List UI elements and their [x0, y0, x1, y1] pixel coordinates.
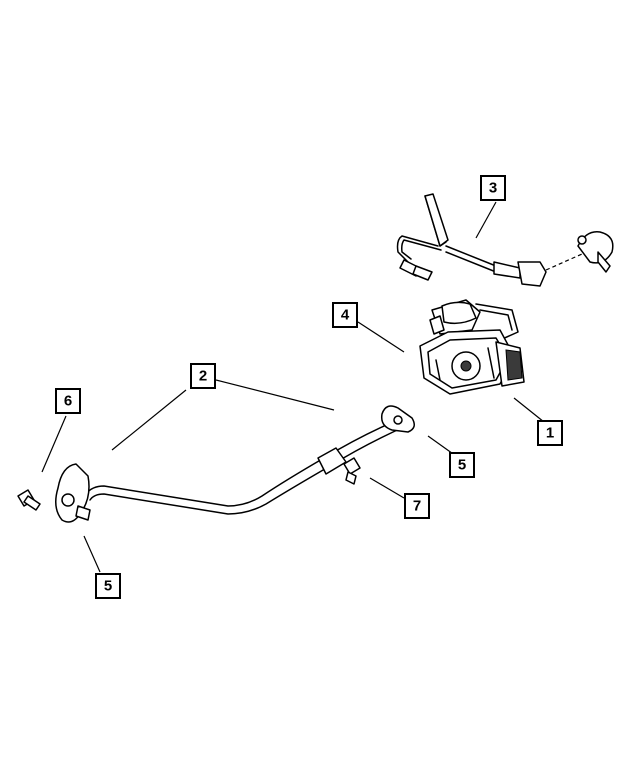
egr-valve	[419, 299, 525, 395]
callout-6-label: 6	[64, 393, 72, 410]
callout-1-label: 1	[546, 425, 554, 442]
callout-7: 7	[404, 493, 430, 519]
callout-5-left: 5	[95, 573, 121, 599]
callout-4-label: 4	[341, 307, 350, 324]
bolt-left	[17, 489, 41, 511]
callout-7-label: 7	[413, 498, 421, 515]
vacuum-tube-assembly	[396, 193, 614, 287]
egr-tube	[55, 405, 415, 523]
callout-6: 6	[55, 388, 81, 414]
callout-3: 3	[480, 175, 506, 201]
callout-2-label: 2	[199, 368, 207, 385]
leader-lines	[41, 201, 545, 573]
callout-1: 1	[537, 420, 563, 446]
callout-5-left-label: 5	[104, 578, 112, 595]
stud-nut	[343, 457, 361, 485]
callout-2: 2	[190, 363, 216, 389]
callout-3-label: 3	[489, 180, 497, 197]
callout-4: 4	[332, 302, 358, 328]
callout-5-right: 5	[449, 452, 475, 478]
callout-5-right-label: 5	[458, 457, 466, 474]
